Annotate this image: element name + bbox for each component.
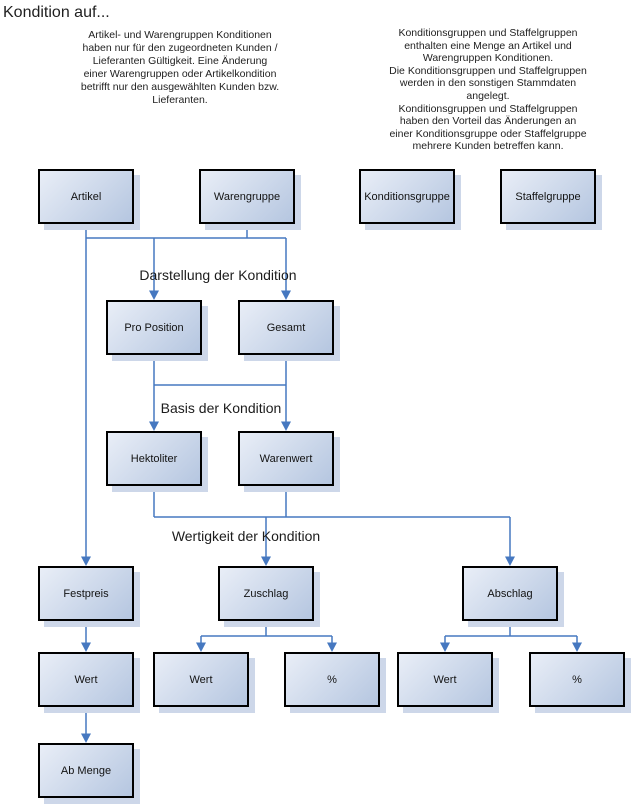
arrow-down-icon xyxy=(440,642,450,652)
node-artikel-label: Artikel xyxy=(70,190,102,203)
node-konditionsgruppe-label: Konditionsgruppe xyxy=(364,190,450,203)
node-festpreis-label: Festpreis xyxy=(63,587,109,600)
arrow-down-icon xyxy=(149,290,159,300)
node-wert-abschlag-label: Wert xyxy=(433,673,457,686)
arrow-down-icon xyxy=(261,556,271,566)
node-konditionsgruppe: Konditionsgruppe xyxy=(359,169,455,224)
arrow-down-icon xyxy=(81,733,91,743)
arrow-down-icon xyxy=(281,290,291,300)
arrow-down-icon xyxy=(149,421,159,431)
node-zuschlag-label: Zuschlag xyxy=(243,587,289,600)
node-hektoliter-label: Hektoliter xyxy=(130,452,178,465)
node-pro-position-label: Pro Position xyxy=(124,321,184,334)
node-ab-menge: Ab Menge xyxy=(38,743,134,798)
node-wert-festpreis-label: Wert xyxy=(74,673,98,686)
node-warenwert-label: Warenwert xyxy=(259,452,313,465)
node-wert-zuschlag: Wert xyxy=(153,652,249,707)
arrow-down-icon xyxy=(196,642,206,652)
node-warengruppe-label: Warengruppe xyxy=(213,190,281,203)
arrow-down-icon xyxy=(281,421,291,431)
section-label-darstellung: Darstellung der Kondition xyxy=(139,267,297,283)
section-label-wertigkeit: Wertigkeit der Kondition xyxy=(171,528,321,544)
node-wert-abschlag: Wert xyxy=(397,652,493,707)
arrow-down-icon xyxy=(505,556,515,566)
node-gesamt: Gesamt xyxy=(238,300,334,355)
note-artikel-warengruppen: Artikel- und Warengruppen Konditionen ha… xyxy=(80,29,280,106)
page-title: Kondition auf... xyxy=(3,4,110,21)
node-wert-festpreis: Wert xyxy=(38,652,134,707)
node-staffelgruppe: Staffelgruppe xyxy=(500,169,596,224)
node-festpreis: Festpreis xyxy=(38,566,134,621)
node-staffelgruppe-label: Staffelgruppe xyxy=(515,190,581,203)
node-zuschlag: Zuschlag xyxy=(218,566,314,621)
node-hektoliter: Hektoliter xyxy=(106,431,202,486)
node-artikel: Artikel xyxy=(38,169,134,224)
arrow-down-icon xyxy=(81,556,91,566)
node-warenwert: Warenwert xyxy=(238,431,334,486)
note-konditionsgruppen-staffelgruppen: Konditionsgruppen und Staffelgruppen ent… xyxy=(389,27,587,153)
node-abschlag: Abschlag xyxy=(462,566,558,621)
node-ab-menge-label: Ab Menge xyxy=(60,764,112,777)
node-prozent-zuschlag: % xyxy=(284,652,380,707)
node-wert-zuschlag-label: Wert xyxy=(189,673,213,686)
arrow-down-icon xyxy=(572,642,582,652)
node-prozent-abschlag-label: % xyxy=(572,673,582,686)
node-prozent-abschlag: % xyxy=(529,652,625,707)
node-warengruppe: Warengruppe xyxy=(199,169,295,224)
node-abschlag-label: Abschlag xyxy=(487,587,533,600)
arrow-down-icon xyxy=(81,642,91,652)
node-gesamt-label: Gesamt xyxy=(266,321,306,334)
node-prozent-zuschlag-label: % xyxy=(327,673,337,686)
section-label-basis: Basis der Kondition xyxy=(160,400,282,416)
node-pro-position: Pro Position xyxy=(106,300,202,355)
arrow-down-icon xyxy=(327,642,337,652)
